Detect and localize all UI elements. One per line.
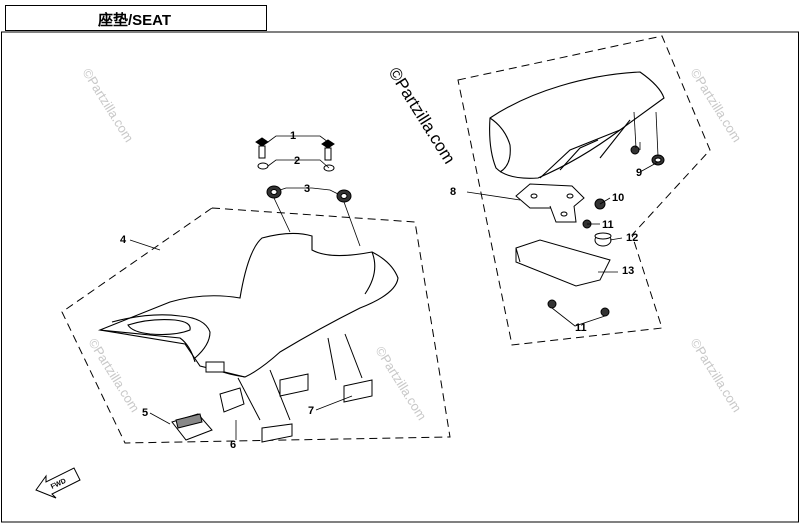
callout-7: 7 — [308, 405, 314, 417]
callout-2: 2 — [294, 155, 300, 167]
watermarks: ©Partzilla.com ©Partzilla.com ©Partzilla… — [79, 66, 744, 423]
callout-4: 4 — [120, 234, 127, 246]
passenger-seat-hardware — [547, 145, 665, 317]
diagram-title: 座垫/SEAT — [98, 12, 172, 29]
callout-10: 10 — [612, 192, 624, 204]
callout-11-upper: 11 — [602, 219, 614, 231]
watermark-3: ©Partzilla.com — [85, 336, 142, 415]
watermark-5: ©Partzilla.com — [372, 344, 429, 423]
callout-6: 6 — [230, 439, 236, 451]
passenger-seat-plate — [515, 239, 611, 287]
rider-seat-boundary — [61, 207, 451, 444]
watermark-4: ©Partzilla.com — [687, 336, 744, 415]
leader-lines-right — [466, 111, 659, 327]
watermark-main: ©Partzilla.com — [385, 64, 459, 167]
outer-border — [1, 31, 799, 523]
fwd-arrow-icon: FWD — [35, 467, 81, 499]
callout-1: 1 — [290, 130, 296, 142]
watermark-1: ©Partzilla.com — [79, 66, 136, 145]
callout-12: 12 — [626, 232, 638, 244]
passenger-seat-bracket — [515, 183, 585, 223]
callout-11-lower: 11 — [575, 322, 587, 334]
passenger-seat-boundary — [457, 35, 711, 346]
seat-bolts — [255, 137, 352, 203]
passenger-seat — [489, 71, 665, 179]
callout-labels: 1 2 3 4 5 6 7 8 9 10 11 11 12 13 — [120, 130, 642, 451]
bolt-axis-lines — [273, 197, 361, 247]
title-box: 座垫/SEAT — [5, 5, 267, 31]
callout-9: 9 — [636, 167, 642, 179]
callout-8: 8 — [450, 186, 456, 198]
watermark-2: ©Partzilla.com — [687, 66, 744, 145]
callout-13: 13 — [622, 265, 634, 277]
callout-3: 3 — [304, 183, 310, 195]
callout-5: 5 — [142, 407, 148, 419]
seat-latch — [171, 413, 213, 441]
seat-rubber-blocks — [205, 333, 373, 443]
leader-lines-left — [129, 135, 353, 440]
